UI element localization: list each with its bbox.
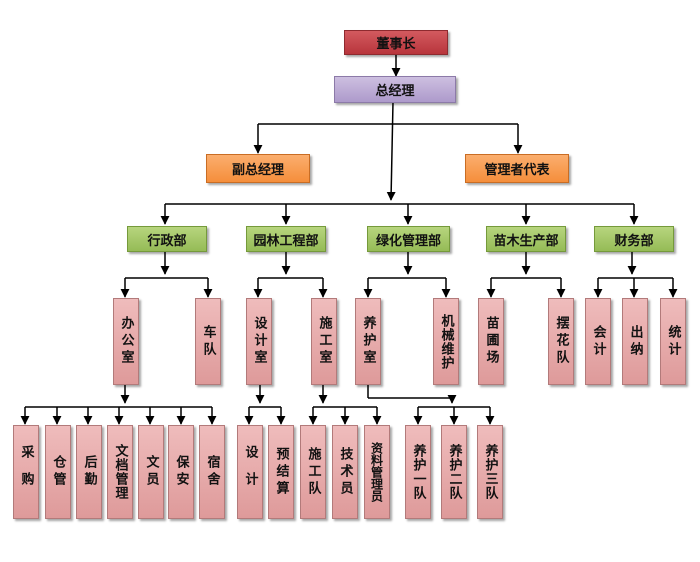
documents-box: 文档管理 [107, 425, 133, 519]
statistics-label: 统计 [665, 324, 681, 359]
flower-team-box: 摆花队 [548, 298, 574, 385]
finance-dept-box: 财务部 [594, 226, 674, 252]
deputy-gm-box: 副总经理 [206, 154, 310, 183]
mgmt-rep-label: 管理者代表 [484, 163, 550, 178]
accounting-label: 会计 [590, 324, 606, 359]
clerk-box: 文员 [138, 425, 164, 519]
maintenance-room-box: 养护室 [355, 298, 381, 385]
archivist-box: 资料管理员 [364, 425, 390, 519]
office-box: 办公室 [113, 298, 139, 385]
archivist-label: 资料管理员 [369, 442, 384, 502]
maintenance-team-2-label: 养护二队 [446, 444, 462, 500]
cashier-box: 出纳 [622, 298, 648, 385]
flower-team-label: 摆花队 [553, 316, 569, 367]
cashier-label: 出纳 [627, 324, 643, 359]
admin-dept-label: 行政部 [147, 233, 187, 249]
office-label: 办公室 [118, 316, 134, 367]
chairman-box: 董事长 [344, 30, 448, 55]
technician-box: 技术员 [332, 425, 358, 519]
nursery-dept-box: 苗木生产部 [486, 226, 566, 252]
mgmt-rep-box: 管理者代表 [465, 154, 569, 183]
construction-crew-box: 施工队 [300, 425, 326, 519]
construction-crew-label: 施工队 [305, 446, 321, 498]
construction-room-label: 施工室 [316, 316, 332, 367]
chairman-label: 董事长 [376, 37, 416, 52]
maintenance-team-3-label: 养护三队 [482, 444, 498, 500]
logistics-label: 后勤 [81, 455, 97, 489]
greening-dept-box: 绿化管理部 [367, 226, 450, 252]
admin-dept-box: 行政部 [127, 226, 207, 252]
design-box: 设计 [237, 425, 263, 519]
machine-maintenance-box: 机械维护 [433, 298, 459, 385]
budget-label: 预结算 [273, 446, 289, 498]
accounting-box: 会计 [585, 298, 611, 385]
budget-box: 预结算 [268, 425, 294, 519]
technician-label: 技术员 [337, 446, 353, 498]
deputy-gm-label: 副总经理 [231, 163, 284, 178]
maintenance-team-3-box: 养护三队 [477, 425, 503, 519]
motorcade-label: 车队 [200, 324, 216, 359]
nursery-yard-box: 苗圃场 [478, 298, 504, 385]
procurement-box: 采购 [13, 425, 39, 519]
logistics-box: 后勤 [76, 425, 102, 519]
clerk-label: 文员 [143, 455, 159, 489]
construction-room-box: 施工室 [311, 298, 337, 385]
design-room-label: 设计室 [251, 316, 267, 367]
machine-maintenance-label: 机械维护 [438, 313, 454, 370]
garden-dept-label: 园林工程部 [253, 233, 319, 249]
nursery-dept-label: 苗木生产部 [493, 233, 559, 249]
security-box: 保安 [168, 425, 194, 519]
procurement-label: 采购 [18, 445, 34, 499]
design-label: 设计 [242, 445, 258, 499]
warehouse-box: 仓管 [45, 425, 71, 519]
finance-dept-label: 财务部 [614, 233, 654, 249]
design-room-box: 设计室 [246, 298, 272, 385]
maintenance-team-1-label: 养护一队 [410, 444, 426, 500]
general-manager-box: 总经理 [334, 76, 456, 103]
motorcade-box: 车队 [195, 298, 221, 385]
security-label: 保安 [173, 455, 189, 489]
documents-label: 文档管理 [112, 444, 128, 500]
nursery-yard-label: 苗圃场 [483, 316, 499, 367]
general-manager-label: 总经理 [375, 84, 415, 99]
greening-dept-label: 绿化管理部 [375, 233, 441, 249]
maintenance-team-1-box: 养护一队 [405, 425, 431, 519]
maintenance-room-label: 养护室 [360, 316, 376, 367]
dormitory-label: 宿舍 [204, 455, 220, 489]
garden-dept-box: 园林工程部 [246, 226, 326, 252]
statistics-box: 统计 [660, 298, 686, 385]
dormitory-box: 宿舍 [199, 425, 225, 519]
warehouse-label: 仓管 [50, 455, 66, 489]
maintenance-team-2-box: 养护二队 [441, 425, 467, 519]
